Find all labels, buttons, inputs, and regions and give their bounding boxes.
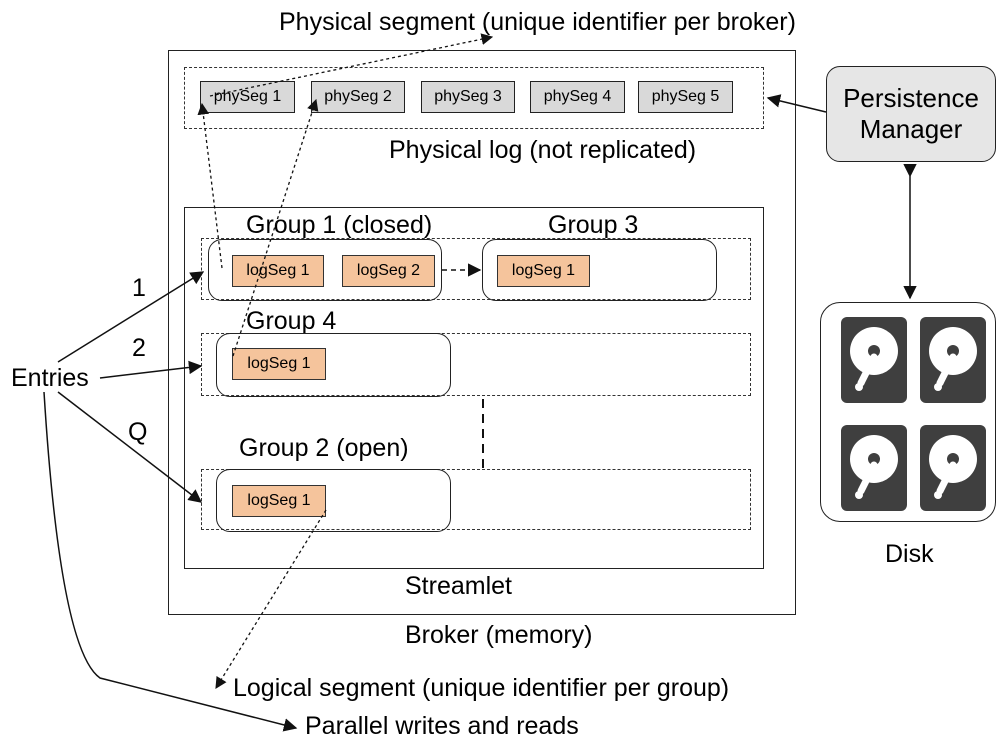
logical-segment-label: logSeg 2 <box>356 262 421 279</box>
group-row-1 <box>201 238 751 300</box>
broker-label: Broker (memory) <box>405 621 593 649</box>
group4-box <box>216 333 451 397</box>
entry-label-q: Q <box>128 418 148 446</box>
logical-segment: logSeg 1 <box>232 348 326 380</box>
group1-box <box>208 239 442 301</box>
physical-segment: phySeg 1 <box>200 81 295 113</box>
group1-title: Group 1 (closed) <box>246 211 433 239</box>
entry-label-1: 1 <box>132 274 146 302</box>
logical-segment-label: logSeg 1 <box>247 355 311 372</box>
persistence-manager-box: Persistence Manager <box>826 66 996 162</box>
physical-segment-label: phySeg 3 <box>434 88 502 105</box>
group2-title: Group 2 (open) <box>239 434 409 462</box>
physical-log-title: Physical log (not replicated) <box>389 136 697 164</box>
physical-segment-label: phySeg 5 <box>651 88 720 105</box>
hard-disk-icon <box>920 425 986 511</box>
logical-segment-label: logSeg 1 <box>247 492 311 509</box>
logical-segment-title: Logical segment (unique identifier per g… <box>233 674 730 702</box>
physical-segment-label: phySeg 4 <box>543 88 612 105</box>
group3-title: Group 3 <box>548 211 639 239</box>
entry-label-2: 2 <box>132 334 146 362</box>
parallel-label: Parallel writes and reads <box>305 712 579 740</box>
logical-segment: logSeg 1 <box>497 255 590 287</box>
physical-segment: phySeg 3 <box>421 81 515 113</box>
logical-segment: logSeg 1 <box>232 485 326 517</box>
physical-segment-label: phySeg 1 <box>213 88 282 105</box>
disk-label: Disk <box>885 540 934 568</box>
entries-label: Entries <box>11 364 89 392</box>
streamlet-box <box>184 207 764 569</box>
persistence-manager-line2: Manager <box>859 114 963 144</box>
physical-segment: phySeg 4 <box>530 81 625 113</box>
logical-segment: logSeg 2 <box>342 255 435 287</box>
physical-segment: phySeg 5 <box>638 81 733 113</box>
logical-segment-label: logSeg 1 <box>511 262 576 279</box>
hard-disk-icon <box>920 317 986 403</box>
group4-title: Group 4 <box>244 307 339 335</box>
physical-segment: phySeg 2 <box>311 81 405 113</box>
physical-segment-label: phySeg 2 <box>324 88 392 105</box>
hard-disk-icon <box>841 317 907 403</box>
hard-disk-icon <box>841 425 907 511</box>
group3-box <box>482 239 717 301</box>
physical-segment-title: Physical segment (unique identifier per … <box>279 8 796 36</box>
logical-segment-label: logSeg 1 <box>246 262 310 279</box>
persistence-manager-line1: Persistence <box>843 82 979 113</box>
logical-segment: logSeg 1 <box>232 255 324 287</box>
streamlet-label: Streamlet <box>405 572 512 600</box>
